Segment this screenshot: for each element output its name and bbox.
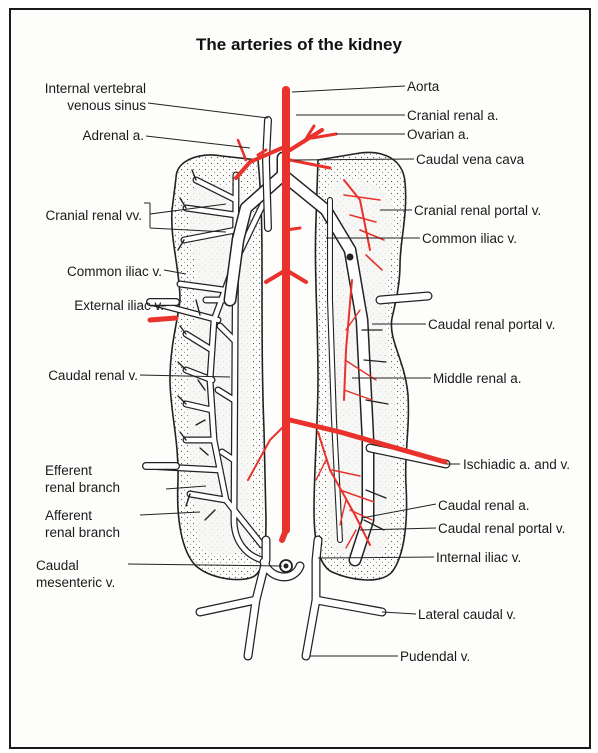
label-efferent-2: renal branch — [45, 478, 120, 497]
label-common-iliac-right: Common iliac v. — [422, 229, 517, 248]
label-middle-renal-a: Middle renal a. — [433, 369, 522, 388]
label-cranial-renal-portal: Cranial renal portal v. — [414, 201, 541, 220]
label-caudal-mesenteric-2: mesenteric v. — [36, 573, 115, 592]
label-adrenal: Adrenal a. — [20, 126, 144, 145]
label-lateral-caudal: Lateral caudal v. — [418, 605, 516, 624]
label-afferent-2: renal branch — [45, 523, 120, 542]
label-cranial-renal-a: Cranial renal a. — [407, 106, 499, 125]
label-external-iliac: External iliac v. — [10, 296, 164, 315]
label-common-iliac-left: Common iliac v. — [10, 262, 162, 281]
label-caudal-vena-cava: Caudal vena cava — [416, 150, 524, 169]
label-caudal-renal-portal-bottom: Caudal renal portal v. — [438, 519, 565, 538]
label-ovarian-a: Ovarian a. — [407, 125, 469, 144]
label-caudal-renal-v: Caudal renal v. — [10, 366, 138, 385]
label-aorta: Aorta — [407, 77, 439, 96]
label-cranial-renal-vv: Cranial renal vv. — [10, 206, 142, 225]
label-caudal-renal-a: Caudal renal a. — [438, 496, 530, 515]
label-ischiadic: Ischiadic a. and v. — [463, 455, 570, 474]
label-internal-vertebral-2: venous sinus — [20, 96, 146, 115]
label-pudendal: Pudendal v. — [400, 647, 470, 666]
label-internal-iliac: Internal iliac v. — [436, 548, 521, 567]
label-caudal-renal-portal-top: Caudal renal portal v. — [428, 315, 555, 334]
